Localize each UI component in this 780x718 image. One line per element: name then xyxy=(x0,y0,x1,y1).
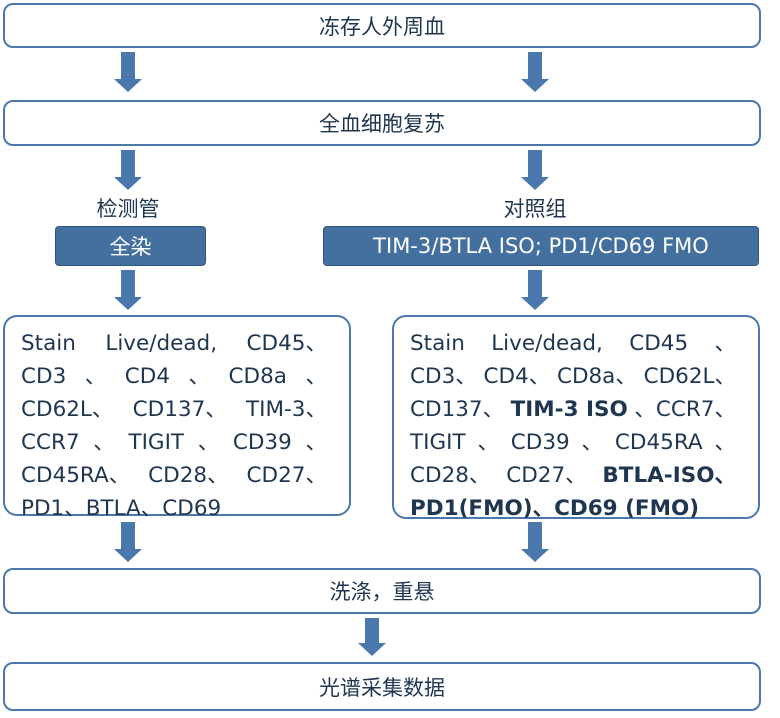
marker-text: CD27、 xyxy=(506,463,587,488)
down-arrow-icon xyxy=(521,270,549,310)
marker-text: TIM-3、 xyxy=(246,397,327,422)
down-arrow-icon xyxy=(114,52,142,92)
down-arrow-icon xyxy=(521,52,549,92)
marker-text: CD28、 xyxy=(148,463,229,488)
down-arrow-icon xyxy=(521,150,549,190)
marker-text: CD28、 xyxy=(410,463,491,488)
marker-line: CD45RA、 CD28、 CD27、 xyxy=(21,459,327,492)
marker-text: 、 xyxy=(188,364,211,389)
marker-text: CD3 xyxy=(21,364,67,389)
marker-text: CD39 xyxy=(510,430,570,455)
right-heading: 对照组 xyxy=(503,197,567,221)
marker-text: Live/dead, xyxy=(105,331,218,356)
marker-line: CCR7 、 TIGIT 、 CD39 、 xyxy=(21,426,327,459)
marker-text: CCR7 xyxy=(21,430,80,455)
marker-text: CD39 xyxy=(232,430,292,455)
down-arrow-icon xyxy=(114,150,142,190)
marker-text: CD62L、 xyxy=(21,397,114,422)
marker-line: Stain Live/dead, CD45、 xyxy=(21,327,327,360)
marker-text: CD8a、 xyxy=(556,364,637,389)
marker-line: PD1、BTLA、CD69 xyxy=(21,492,327,525)
marker-text: Stain xyxy=(21,331,76,356)
marker-text: CD137、 xyxy=(132,397,227,422)
marker-line: CD62L、 CD137、 TIM-3、 xyxy=(21,393,327,426)
marker-text: CD8a xyxy=(228,364,287,389)
marker-text: 、 xyxy=(84,364,107,389)
left-tag: 全染 xyxy=(55,226,206,266)
marker-text: 、 xyxy=(714,430,736,455)
marker-text: TIM-3 ISO xyxy=(510,397,628,422)
step-label: 全血细胞复苏 xyxy=(319,112,445,136)
marker-text: PD1(FMO)、CD69 (FMO) xyxy=(410,496,700,521)
step-label: 洗涤，重悬 xyxy=(329,580,435,604)
step-wash: 洗涤，重悬 xyxy=(3,568,761,614)
marker-text: Stain xyxy=(410,331,465,356)
tag-label: TIM-3/BTLA ISO; PD1/CD69 FMO xyxy=(373,234,709,258)
marker-line: PD1(FMO)、CD69 (FMO) xyxy=(410,492,736,525)
left-heading: 检测管 xyxy=(96,197,160,221)
marker-text: CD45、 xyxy=(246,331,327,356)
right-tag: TIM-3/BTLA ISO; PD1/CD69 FMO xyxy=(323,226,759,266)
down-arrow-icon xyxy=(358,618,386,656)
marker-text: 、CCR7、 xyxy=(634,397,736,422)
marker-text: TIGIT xyxy=(410,430,466,455)
marker-text: TIGIT xyxy=(128,430,185,455)
marker-text: CD4、 xyxy=(483,364,551,389)
marker-line: CD137、TIM-3 ISO、CCR7、 xyxy=(410,393,736,426)
marker-text: CD45 xyxy=(629,331,689,356)
marker-line: CD28、 CD27、 BTLA-ISO、 xyxy=(410,459,736,492)
marker-line: Stain Live/dead, CD45 、 xyxy=(410,327,736,360)
marker-text: CD137、 xyxy=(410,397,505,422)
down-arrow-icon xyxy=(521,522,549,562)
marker-text: CD3、 xyxy=(410,364,477,389)
down-arrow-icon xyxy=(114,522,142,562)
marker-text: CD4 xyxy=(124,364,171,389)
marker-line: TIGIT 、 CD39 、 CD45RA 、 xyxy=(410,426,736,459)
marker-text: 、 xyxy=(714,331,736,356)
marker-text: Live/dead, xyxy=(491,331,603,356)
marker-line: CD3、CD4、CD8a、CD62L、 xyxy=(410,360,736,393)
marker-text: 、 xyxy=(305,364,327,389)
marker-line: CD3 、 CD4 、 CD8a 、 xyxy=(21,360,327,393)
step-frozen-pbmc: 冻存人外周血 xyxy=(3,3,761,48)
marker-text: 、 xyxy=(197,430,220,455)
marker-text: PD1、BTLA、CD69 xyxy=(21,496,222,521)
marker-text: 、 xyxy=(581,430,604,455)
marker-text: 、 xyxy=(305,430,327,455)
step-acquire: 光谱采集数据 xyxy=(3,662,761,711)
marker-text: CD45RA xyxy=(614,430,703,455)
marker-text: 、 xyxy=(93,430,115,455)
marker-text: CD45RA、 xyxy=(21,463,131,488)
marker-text: CD27、 xyxy=(246,463,327,488)
down-arrow-icon xyxy=(114,270,142,310)
marker-text: 、 xyxy=(477,430,499,455)
step-label: 冻存人外周血 xyxy=(319,14,445,39)
marker-text: BTLA-ISO、 xyxy=(602,463,736,488)
step-thaw: 全血细胞复苏 xyxy=(3,100,761,146)
step-label: 光谱采集数据 xyxy=(319,675,445,700)
tag-label: 全染 xyxy=(109,235,152,259)
marker-text: CD62L、 xyxy=(643,364,736,389)
